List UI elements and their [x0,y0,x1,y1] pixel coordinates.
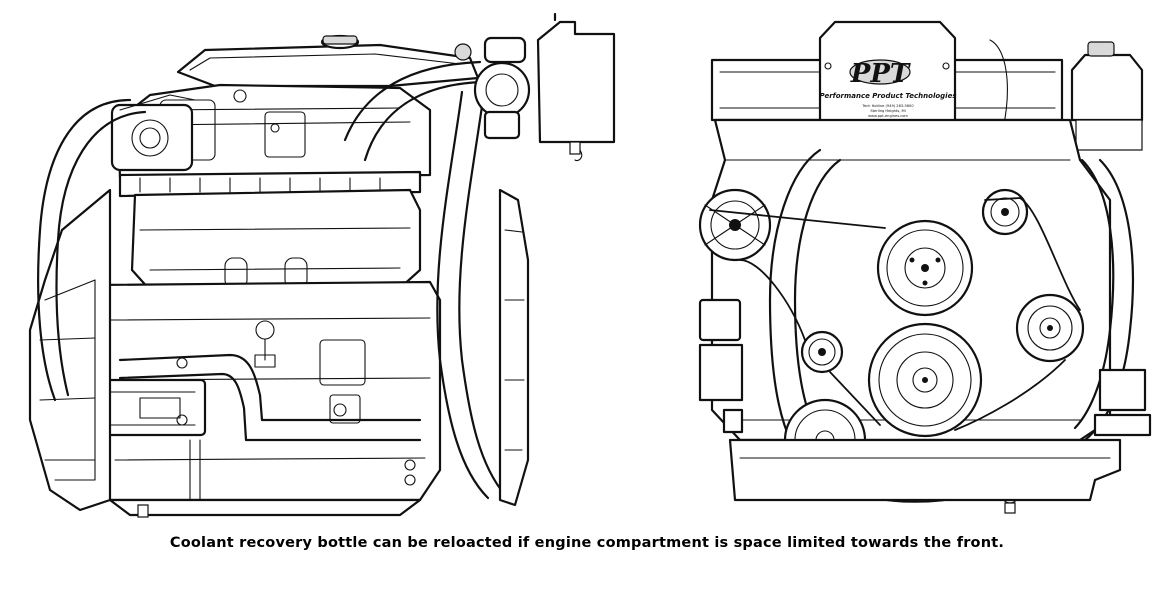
hose-upper [343,60,482,142]
engine-side-view [28,12,616,518]
engine-mount-left [698,298,744,434]
starter-motor [93,378,207,437]
ppt-logo-mark: PPT [850,59,911,89]
ppt-logo-name: Performance Product Technologies [820,92,957,100]
engine-mount-right [1093,368,1152,437]
front-cover [498,188,530,507]
oil-pan-front [728,438,1122,502]
hose-left-loop [37,98,132,402]
coolant-recovery-bottle-front [1070,41,1144,151]
flywheel-housing [28,188,112,512]
hose-right [1083,158,1134,442]
ppt-logo-line-2: Sterling Heights, MI [870,109,905,113]
tensioner-pulley [800,330,844,374]
crankshaft-pulley [867,322,983,438]
hose-lower [118,353,422,422]
serpentine-belt [709,197,1081,431]
idler-pulley [981,188,1029,236]
coolant-recovery-bottle [536,12,616,162]
throttle-body [110,94,196,172]
engine-front-view: PPT Performance Product Technologies Tec… [698,20,1152,514]
intake-plenum [176,43,480,88]
exhaust-manifold [130,188,422,292]
hose-front [436,90,490,500]
oil-pan [108,498,422,517]
ppt-logo-line-3: www.ppt-engines.com [868,114,908,118]
caption: Coolant recovery bottle can be reloacted… [169,535,1005,551]
ppt-logo-line-1: Tech Hotline (949) 263-5600 [861,104,914,108]
power-steering-pulley [1015,293,1085,363]
alternator [698,188,772,262]
thermostat-housing [454,36,531,140]
water-pump-pulley [876,219,974,317]
